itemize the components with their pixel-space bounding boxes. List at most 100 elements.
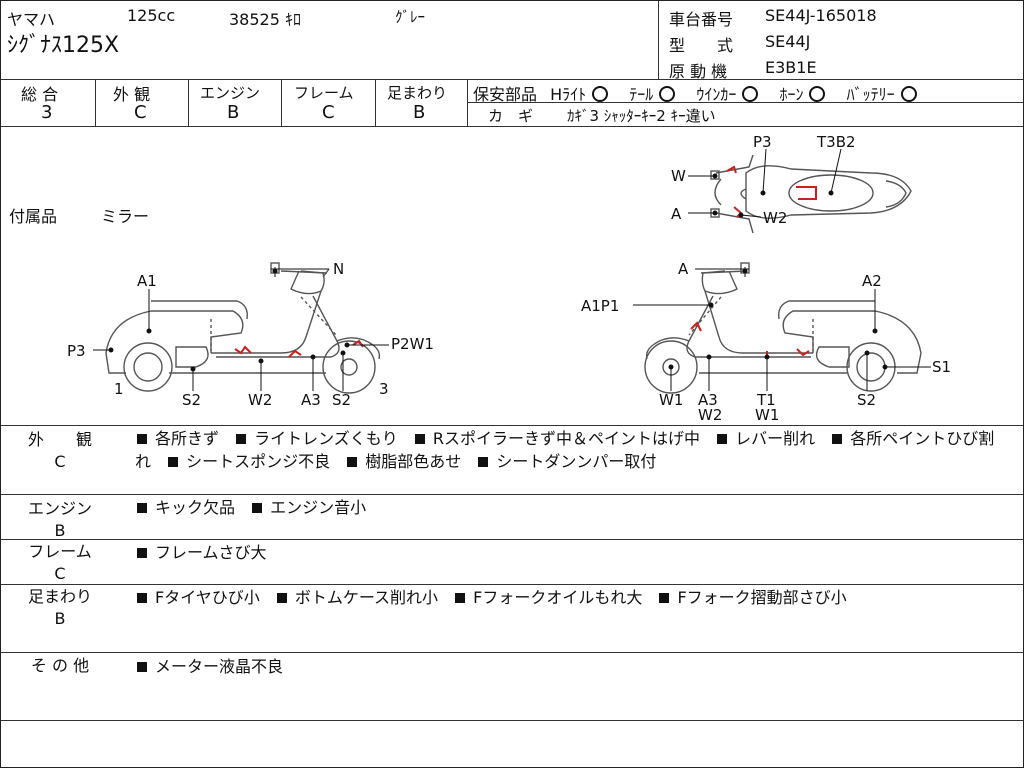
suspension-grade: B (413, 102, 426, 123)
left-side-leaders (93, 268, 389, 391)
battery-label: ﾊﾞｯﾃﾘｰ (846, 85, 895, 104)
callout-right-a1p1: A1P1 (581, 297, 620, 315)
callout-left-s2-rear: S2 (332, 391, 352, 409)
callout-top-w2: W2 (763, 209, 788, 227)
callout-right-w2: W2 (698, 406, 723, 424)
engine-code-label: 原 動 機 (669, 62, 728, 81)
note-item: 各所ペイントひび割れ (135, 429, 995, 471)
note-item: ライトレンズくもり (254, 429, 398, 448)
callout-left-s2: S2 (182, 391, 202, 409)
safety-parts: 保安部品 Hﾗｲﾄ ﾃｰﾙ ｳｲﾝｶｰ ﾎｰﾝ ﾊﾞｯﾃﾘｰ (473, 81, 923, 105)
top-view-leaders (688, 148, 842, 218)
note-rule (1, 652, 1023, 653)
callout-left-n: N (333, 260, 345, 278)
header-divider (658, 1, 659, 79)
safety-rule (467, 102, 1023, 103)
header-rule (1, 79, 1023, 80)
left-side-scooter (105, 262, 381, 394)
diagram-rule (1, 425, 1023, 426)
callout-left-1: 1 (114, 380, 124, 398)
frame-grade: C (322, 102, 335, 123)
note-exterior-items: 各所きず ライトレンズくもり Rスポイラーきず中＆ペイントはげ中 レバー削れ 各… (135, 427, 1015, 473)
note-item: 各所きず (155, 429, 220, 448)
note-item: Fフォーク摺動部さび小 (677, 588, 847, 607)
tail-ok-mark (659, 86, 676, 102)
displacement: 125cc (127, 6, 176, 25)
mileage: 38525 ｷﾛ (229, 10, 302, 29)
callout-right-w1-lower: W1 (755, 406, 780, 424)
grade-divider (95, 79, 96, 126)
frame-grade-label: フレーム (294, 84, 354, 102)
note-item: Rスポイラーきず中＆ペイントはげ中 (432, 429, 701, 448)
grade-divider (188, 79, 189, 126)
note-item: フレームさび大 (155, 543, 267, 562)
grades-rule (1, 126, 1023, 127)
grade-divider (375, 79, 376, 126)
note-rule (1, 584, 1023, 585)
accessories-value: ミラー (101, 207, 150, 226)
key-info: ｶｷﾞ3 ｼｬｯﾀｰｷｰ2 ｷｰ違い (567, 107, 716, 125)
callout-left-p3: P3 (67, 342, 86, 360)
callout-right-t1: T1 (757, 391, 776, 409)
suspension-grade-label: 足まわり (387, 84, 448, 102)
callout-right-a3: A3 (698, 391, 718, 409)
note-item: レバー削れ (735, 429, 816, 448)
callout-right-s1: S1 (932, 358, 952, 376)
note-item: シートスポンジ不良 (186, 452, 331, 471)
callout-right-s2: S2 (857, 391, 877, 409)
exterior-grade: C (134, 102, 147, 123)
safety-label: 保安部品 (473, 85, 538, 104)
battery-ok-mark (900, 86, 917, 102)
note-rule (1, 720, 1023, 721)
note-item: Fタイヤひび小 (155, 588, 260, 607)
engine-grade: B (227, 102, 240, 123)
note-other: そ の 他 メーター液晶不良 (1, 655, 1023, 717)
note-rule (1, 539, 1023, 540)
note-item: 樹脂部色あせ (365, 452, 462, 471)
callout-left-a1: A1 (137, 272, 157, 290)
note-item: キック欠品 (155, 498, 236, 517)
callout-left-a3: A3 (301, 391, 321, 409)
model-type-label: 型 式 (669, 36, 734, 55)
callout-left-3: 3 (379, 380, 389, 398)
maker: ヤマハ (7, 10, 56, 29)
note-item: ボトムケース削れ小 (294, 588, 439, 607)
model-name: ｼｸﾞﾅｽ125X (7, 33, 120, 58)
winker-label: ｳｲﾝｶｰ (696, 85, 737, 104)
color: ｸﾞﾚｰ (395, 8, 426, 26)
engine-grade-label: エンジン (200, 84, 261, 102)
headlight-label: Hﾗｲﾄ (550, 85, 587, 104)
horn-label: ﾎｰﾝ (779, 85, 804, 104)
overall-grade: 3 (41, 102, 53, 123)
key-label: カ ギ (488, 107, 534, 125)
grade-divider (281, 79, 282, 126)
overall-label: 総 合 (21, 85, 59, 104)
note-item: メーター液晶不良 (155, 657, 284, 676)
model-type: SE44J (765, 32, 811, 51)
callout-right-a: A (678, 260, 689, 278)
note-rule (1, 494, 1023, 495)
exterior-label: 外 観 (113, 85, 151, 104)
note-other-label: そ の 他 (30, 656, 90, 675)
headlight-ok-mark (592, 86, 609, 102)
horn-ok-mark (809, 86, 826, 102)
callout-top-a: A (671, 205, 682, 223)
accessories-label: 付属品 (9, 207, 58, 226)
note-engine-items: キック欠品 エンジン音小 (135, 496, 1015, 519)
winker-ok-mark (742, 86, 759, 102)
tail-label: ﾃｰﾙ (629, 85, 654, 104)
note-item: エンジン音小 (270, 498, 367, 517)
callout-right-w1: W1 (659, 391, 684, 409)
engine-code: E3B1E (765, 58, 817, 77)
note-item: シートダンンパー取付 (496, 452, 657, 471)
note-other-items: メーター液晶不良 (135, 655, 1015, 678)
callout-top-w: W (671, 167, 686, 185)
